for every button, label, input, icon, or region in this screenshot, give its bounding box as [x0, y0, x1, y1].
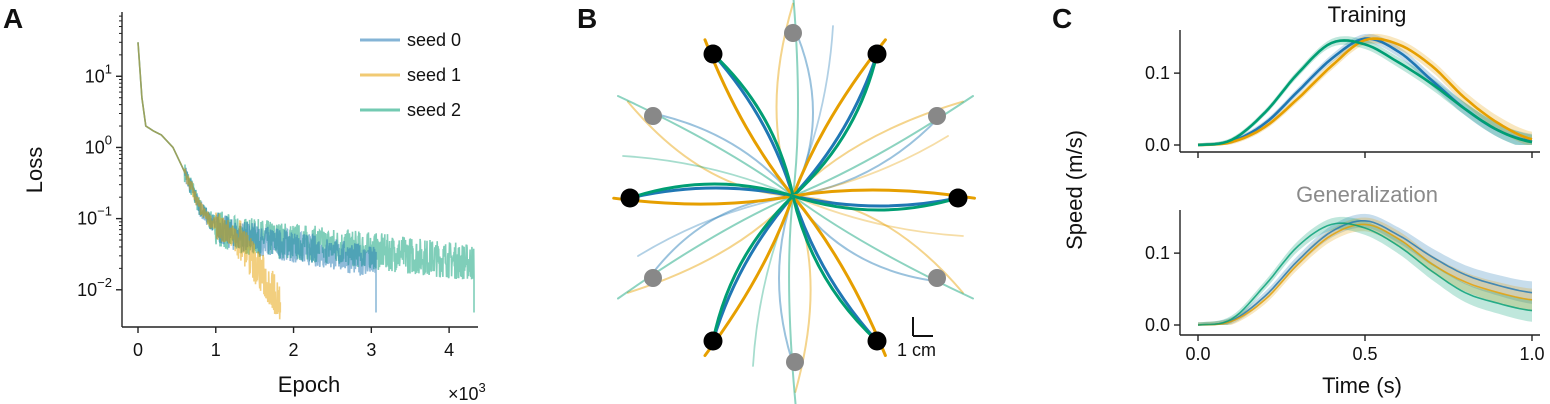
reach-trajectory: [711, 52, 795, 198]
legend-label: seed 1: [407, 65, 461, 85]
speed-band: [1198, 36, 1532, 146]
generalization-title: Generalization: [1296, 182, 1438, 207]
training-target: [867, 44, 887, 64]
loss-chart: 101 100 10−1 10−2 0 1 2 3 4 Loss Epoch ×103 see…: [22, 12, 486, 404]
legend-label: seed 0: [407, 30, 461, 50]
reach-trajectory: [711, 194, 795, 343]
generalization-target: [644, 269, 662, 287]
loss-ytick-label: 100: [85, 132, 112, 157]
training-title: Training: [1328, 2, 1407, 27]
speed-line: [1197, 37, 1533, 147]
speed-band: [1198, 213, 1532, 325]
panel-letter-a: A: [3, 3, 23, 34]
reach-trajectory: [628, 186, 795, 200]
speed-xlabel: Time (s): [1322, 373, 1402, 398]
loss-xtick-label: 2: [289, 340, 299, 360]
loss-x-multiplier: ×103: [448, 380, 486, 404]
speed-ytick-label: 0.0: [1145, 135, 1170, 155]
training-target: [703, 44, 723, 64]
speed-ytick-label: 0.1: [1145, 243, 1170, 263]
training-target: [867, 331, 887, 351]
loss-ytick-label: 10−1: [77, 204, 112, 229]
speed-xtick-label: 0.0: [1185, 344, 1210, 364]
reach-trajectory: [628, 182, 795, 200]
scale-bar-label: 1 cm: [897, 340, 936, 360]
reach-trajectory: [792, 195, 974, 300]
speed-ytick-label: 0.0: [1145, 315, 1170, 335]
loss-xtick-label: 4: [444, 340, 454, 360]
training-target: [703, 331, 723, 351]
reach-trajectory: [788, 195, 797, 404]
reach-trajectory: [792, 195, 964, 294]
speed-ylabel: Speed (m/s): [1062, 130, 1087, 250]
loss-xtick-label: 0: [133, 340, 143, 360]
loss-series-line: [137, 42, 282, 320]
speed-ytick-label: 0.1: [1145, 63, 1170, 83]
loss-ylabel: Loss: [22, 147, 47, 193]
speed-band: [1198, 33, 1532, 145]
legend-label: seed 2: [407, 100, 461, 120]
reach-trajectory: [791, 52, 879, 198]
reach-trajectory: [791, 52, 879, 198]
generalization-target: [786, 353, 804, 371]
reach-trajectory: [791, 194, 960, 212]
generalization-target: [644, 107, 662, 125]
generalization-target: [784, 24, 802, 42]
scale-bar: 1 cm: [897, 317, 936, 360]
reach-trajectory: [711, 194, 795, 343]
training-target: [948, 188, 968, 208]
reach-trajectory: [711, 52, 795, 198]
speed-line: [1197, 222, 1533, 326]
reach-trajectory: [791, 194, 879, 343]
reach-trajectory: [617, 195, 794, 300]
reach-trajectory: [791, 194, 879, 343]
reach-trajectory: [791, 188, 976, 200]
generalization-target: [928, 269, 946, 287]
speed-line: [1197, 39, 1533, 147]
loss-ytick-label: 101: [85, 61, 112, 86]
reach-trajectory: [792, 111, 946, 197]
reach-trajectory: [792, 195, 964, 237]
reach-trajectory: [617, 95, 794, 197]
speed-line: [1197, 223, 1533, 326]
loss-xlabel: Epoch: [278, 372, 340, 397]
speed-line: [1197, 220, 1533, 326]
reach-trajectory: [792, 135, 949, 197]
training-target: [620, 188, 640, 208]
speed-charts: Training Generalization 0.0 0.1 0.0 0.1 0.0 0…: [1062, 2, 1545, 398]
speed-xtick-label: 0.5: [1352, 344, 1377, 364]
loss-xtick-label: 3: [366, 340, 376, 360]
loss-ytick-label: 10−2: [77, 275, 112, 300]
reach-trajectory: [622, 155, 794, 197]
speed-xtick-label: 1.0: [1519, 344, 1544, 364]
reach-trajectory: [791, 194, 960, 208]
reach-trajectories: 1 cm: [612, 0, 976, 404]
reach-trajectory: [792, 95, 974, 197]
panel-letter-b: B: [577, 3, 597, 34]
reach-trajectory: [792, 0, 799, 197]
reach-trajectory: [645, 111, 794, 197]
loss-xtick-label: 1: [211, 340, 221, 360]
generalization-target: [928, 107, 946, 125]
panel-letter-c: C: [1052, 3, 1072, 34]
